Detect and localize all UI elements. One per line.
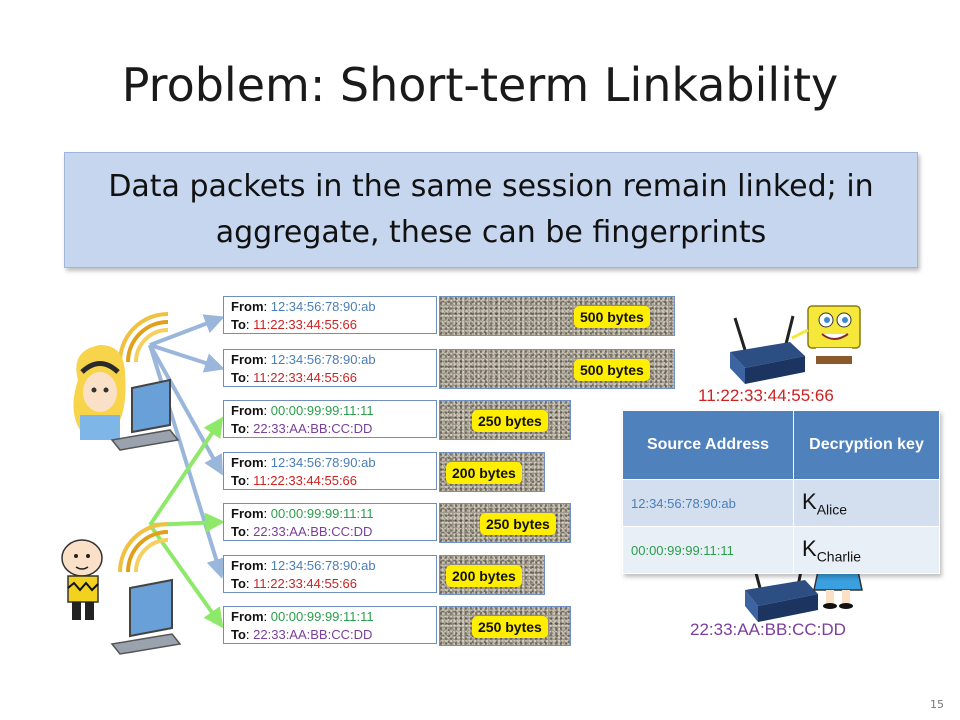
packet-to-address: 11:22:33:44:55:66 [253,473,358,488]
laptop-icon [110,578,182,655]
packet-from-address: 12:34:56:78:90:ab [270,455,376,470]
decryption-key-table: Source Address Decryption key 12:34:56:7… [622,410,940,574]
to-label: To [231,524,246,539]
packet-from-address: 00:00:99:99:11:11 [270,403,374,418]
to-label: To [231,317,246,332]
to-label: To [231,370,246,385]
key-subscript: Charlie [816,548,862,565]
to-label: To [231,627,246,642]
from-label: From [231,455,264,470]
packet-payload: 500 bytes [439,349,675,389]
from-label: From [231,352,264,367]
table-cell-address: 12:34:56:78:90:ab [622,479,794,527]
packet-to-line: To: 22:33:AA:BB:CC:DD [231,524,373,539]
table-cell-address: 00:00:99:99:11:11 [622,526,794,574]
packet-to-line: To: 11:22:33:44:55:66 [231,370,358,385]
wifi-signal-icon [118,522,169,573]
packet-from-line: From: 00:00:99:99:11:11 [231,506,374,521]
from-label: From [231,506,264,521]
packet-from-address: 00:00:99:99:11:11 [270,506,374,521]
packet-size-badge: 250 bytes [472,616,548,638]
packet-payload: 250 bytes [439,400,571,440]
packet-payload: 250 bytes [439,503,571,543]
packet-to-line: To: 11:22:33:44:55:66 [231,576,358,591]
from-label: From [231,609,264,624]
packet-to-line: To: 22:33:AA:BB:CC:DD [231,421,373,436]
wifi-signal-icon [118,312,169,363]
laptop-icon [110,378,180,451]
packet-to-line: To: 11:22:33:44:55:66 [231,317,358,332]
to-label: To [231,473,246,488]
page-number: 15 [930,698,944,711]
packet-from-address: 12:34:56:78:90:ab [270,352,376,367]
to-label: To [231,421,246,436]
ap2-mac-label: 22:33:AA:BB:CC:DD [690,620,846,639]
key-symbol: K [802,488,817,514]
banner-text: Data packets in the same session remain … [108,169,874,250]
table-row: 00:00:99:99:11:11 KCharlie [622,526,940,574]
packet-from-line: From: 12:34:56:78:90:ab [231,455,376,470]
packet-size-badge: 200 bytes [446,565,522,587]
key-symbol: K [802,535,817,561]
charlie-character [61,539,103,620]
packet-to-address: 11:22:33:44:55:66 [253,370,358,385]
packet-payload: 200 bytes [439,555,545,595]
column-header-decryption-key: Decryption key [793,410,940,480]
packet-from-line: From: 12:34:56:78:90:ab [231,558,376,573]
router-icon [730,315,805,384]
packet-to-line: To: 22:33:AA:BB:CC:DD [231,627,373,642]
slide-title: Problem: Short-term Linkability [121,58,839,112]
packet-size-badge: 200 bytes [446,462,522,484]
packet-from-address: 12:34:56:78:90:ab [270,558,376,573]
alice-link-lines [148,314,226,579]
packet-to-address: 22:33:AA:BB:CC:DD [253,627,373,642]
table-cell-key: KCharlie [793,526,940,574]
packet-from-line: From: 00:00:99:99:11:11 [231,403,374,418]
from-label: From [231,403,264,418]
table-header-row: Source Address Decryption key [622,410,940,480]
packet-to-address: 11:22:33:44:55:66 [253,317,358,332]
table-row: 12:34:56:78:90:ab KAlice [622,479,940,527]
packet-to-address: 22:33:AA:BB:CC:DD [253,421,373,436]
problem-banner: Data packets in the same session remain … [64,152,918,268]
packet-from-line: From: 12:34:56:78:90:ab [231,299,376,314]
packet-from-address: 00:00:99:99:11:11 [270,609,374,624]
ap1-mac-label: 11:22:33:44:55:66 [698,386,834,405]
key-subscript: Alice [816,501,848,518]
from-label: From [231,558,264,573]
packet-to-line: To: 11:22:33:44:55:66 [231,473,358,488]
packet-to-address: 11:22:33:44:55:66 [253,576,358,591]
column-header-source-address: Source Address [622,410,794,480]
table-cell-key: KAlice [793,479,940,527]
packet-size-badge: 250 bytes [472,410,548,432]
packet-payload: 200 bytes [439,452,545,492]
alice-character [73,345,126,440]
packet-to-address: 22:33:AA:BB:CC:DD [253,524,373,539]
packet-size-badge: 500 bytes [574,306,650,328]
to-label: To [231,576,246,591]
packet-size-badge: 500 bytes [574,359,650,381]
spongebob-character [791,305,861,364]
packet-payload: 500 bytes [439,296,675,336]
packet-from-line: From: 00:00:99:99:11:11 [231,609,374,624]
from-label: From [231,299,264,314]
packet-from-line: From: 12:34:56:78:90:ab [231,352,376,367]
packet-size-badge: 250 bytes [480,513,556,535]
packet-payload: 250 bytes [439,606,571,646]
packet-from-address: 12:34:56:78:90:ab [270,299,376,314]
